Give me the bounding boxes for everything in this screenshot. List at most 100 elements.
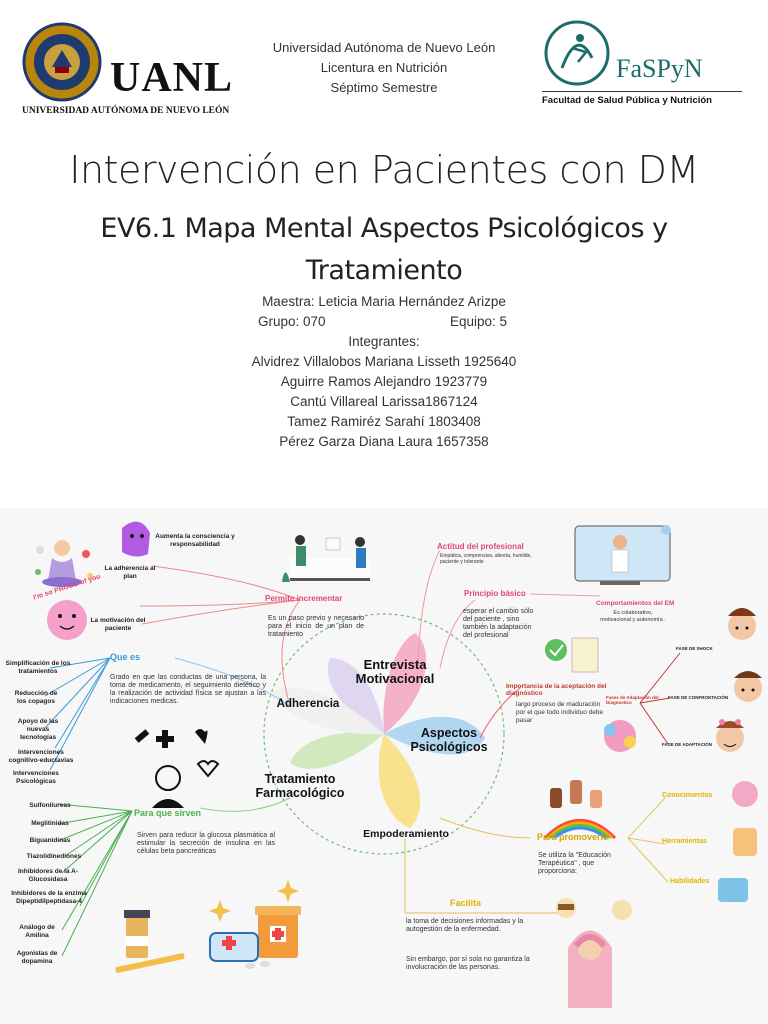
member: Aguirre Ramos Alejandro 1923779 <box>280 374 488 389</box>
drug-item: Tiazolidinediones <box>26 853 82 860</box>
drug-item: Análogo de Amilina <box>19 924 55 939</box>
subtitle-line-2: Tratamiento <box>305 255 463 286</box>
fase-item: FASE DE CONFRONTACIÓN <box>668 695 729 700</box>
petal-blue <box>384 716 485 755</box>
promoverlo-text: Se utiliza la "Educación Terapéutica" , … <box>538 852 611 875</box>
line-drug-7 <box>61 810 133 931</box>
food-thought-icon <box>556 898 632 920</box>
factor-item: Intervenciones Psicológicas <box>13 770 59 785</box>
line-que-es-b <box>44 657 111 697</box>
line-actitud <box>417 549 441 669</box>
petal-yellow <box>378 734 421 828</box>
line-drug-3 <box>57 810 133 842</box>
group: Grupo: 070 <box>258 314 326 329</box>
uanl-wordmark: UANL <box>110 55 234 101</box>
line-promover <box>439 817 531 839</box>
faspyn-subtitle: Facultad de Salud Pública y Nutrición <box>542 95 712 106</box>
purple-monster-icon <box>122 521 150 557</box>
members-label: Integrantes: <box>348 334 420 349</box>
actitud-heading: Actitud del profesional <box>437 542 524 551</box>
node-empoderamiento: Empoderamiento <box>363 828 449 840</box>
pill-bottle-icon <box>124 910 150 958</box>
line-que-es-c <box>44 657 111 729</box>
drug-item: Sulfonilureas <box>29 802 71 809</box>
importancia-text: largo proceso de maduración por el que t… <box>516 701 604 724</box>
uanl-subtitle: UNIVERSIDAD AUTÓNOMA DE NUEVO LEÓN <box>22 106 230 116</box>
page-subtitle: EV6.1 Mapa Mental Aspectos Psicológicos … <box>60 208 708 292</box>
spilled-pills-icon <box>209 932 270 969</box>
line-fase-2 <box>639 697 671 704</box>
line-herr <box>627 837 666 845</box>
la-adherencia-label: La adherencia al plan <box>104 565 156 580</box>
principio-heading: Principio básico <box>464 589 526 598</box>
confused-face-icon <box>734 671 762 702</box>
member: Pérez Garza Diana Laura 1657358 <box>279 434 489 449</box>
header-line-1: Universidad Autónoma de Nuevo León <box>272 40 496 55</box>
importancia-heading: Importancia de la aceptación del diagnós… <box>506 683 607 697</box>
line-que-es <box>174 657 291 707</box>
member: Tamez Ramiréz Sarahí 1803408 <box>287 414 481 429</box>
line-drug-1 <box>57 803 133 812</box>
medical-symbols-icon <box>134 729 220 808</box>
meditating-person-icon <box>35 540 93 587</box>
factor-item: Intervenciones cognitivo-eductavias <box>8 749 74 764</box>
teacher: Maestra: Leticia Maria Hernández Arizpe <box>262 294 506 309</box>
fase-item: FASE DE ADAPTACIÓN <box>662 742 713 747</box>
crying-face-icon <box>728 608 756 640</box>
principio-text: esperar el cambio sólo del paciente , si… <box>463 608 534 639</box>
node-adherencia: Adherencia <box>276 698 340 710</box>
empower-item: Conocimientos <box>662 792 713 799</box>
faspyn-divider <box>542 91 742 92</box>
aumenta-label: Aumenta la consciencia y responsabilidad <box>155 533 235 548</box>
drug-item: Agonistas de dopamina <box>16 950 58 965</box>
line-fase-1 <box>639 652 681 704</box>
line-importancia <box>479 687 521 739</box>
medicine-jar-icon <box>255 906 301 958</box>
line-drug-6 <box>79 810 133 907</box>
syringe-icon <box>115 953 185 973</box>
sin-embargo-text: Sin embargo, por sí sola no garantiza la… <box>406 956 530 971</box>
subtitle-line-1: EV6.1 Mapa Mental Aspectos Psicológicos … <box>100 213 668 244</box>
empower-item: Herramientas <box>662 838 707 845</box>
faspyn-logo: FaSPyN Facultad de Salud Pública y Nutri… <box>540 18 750 108</box>
comportamientos-heading: Comportamientos del EM <box>596 600 675 607</box>
member: Cantú Villareal Larissa1867124 <box>290 394 478 409</box>
comportamientos-text: Es colaborativo, motivacional y autonomí… <box>600 610 666 623</box>
header-line-3: Séptimo Semestre <box>330 80 438 95</box>
drug-item: Meglitinidas <box>31 820 69 827</box>
empower-item: Habilidades <box>670 878 710 885</box>
node-entrevista: Entrevista Motivacional <box>355 657 435 686</box>
pink-blob-icon <box>47 600 87 640</box>
line-drug-4 <box>64 810 133 857</box>
uanl-logo: UANL UNIVERSIDAD AUTÓNOMA DE NUEVO LEÓN <box>22 22 237 122</box>
node-aspectos: Aspectos Psicológicos <box>410 726 488 754</box>
line-drug-8 <box>61 810 133 957</box>
tools-hand-icon <box>733 828 757 856</box>
line-fase-3 <box>639 702 669 745</box>
mind-map-graphics <box>35 521 762 1008</box>
checklist-icon <box>545 637 599 673</box>
line-permite-4 <box>141 599 301 625</box>
raised-fists-icon <box>543 780 617 840</box>
motivacion-label: La motivación del paciente <box>90 617 146 632</box>
factor-item: Reducción de los copagos <box>14 690 58 705</box>
center-ring <box>263 613 505 855</box>
drug-item: Biguanidinas <box>29 837 71 844</box>
fases-label: Fases de Adaptación del Diagnostico <box>606 695 659 705</box>
uanl-seal-icon <box>22 22 102 102</box>
lightbulb-head-icon <box>732 781 758 807</box>
member: Alvidrez Villalobos Mariana Lisseth 1925… <box>251 354 517 369</box>
petal-pink <box>383 633 427 734</box>
line-que-es-a <box>49 657 111 669</box>
line-permite-2 <box>151 565 301 601</box>
fase-item: FASE DE SHOCK <box>676 646 713 651</box>
petal-green <box>290 732 384 769</box>
drug-item: Inhibidores de la A-Glucosidasa <box>17 868 79 883</box>
actitud-text: Empática, comprensiva, abierta, humilde,… <box>440 553 532 565</box>
line-comport <box>529 593 601 597</box>
permite-text: Es un paso previo y necesario para el in… <box>268 615 364 638</box>
node-tratamiento: Tratamiento Farmacológico <box>255 772 345 800</box>
line-que-es-e <box>49 657 111 771</box>
header-line-2: Licentura en Nutrición <box>320 60 448 75</box>
sparkle-icon <box>209 880 299 922</box>
